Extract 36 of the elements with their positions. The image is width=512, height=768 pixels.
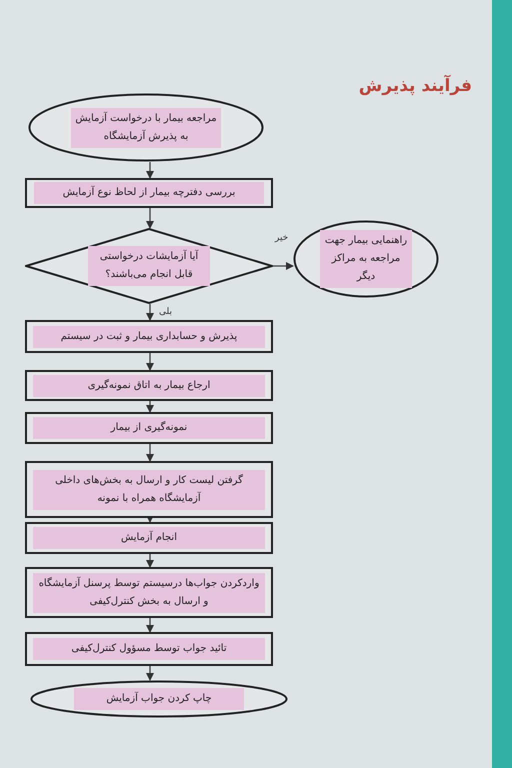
step-text: ارجاع بیمار به اتاق نمونه‌گیری	[33, 374, 265, 396]
arrow	[273, 262, 294, 270]
terminal-ellipse	[30, 680, 288, 718]
terminal-ellipse	[28, 93, 264, 162]
step-text: راهنمایی بیمار جهت مراجعه به مراکز دیگر	[320, 230, 412, 288]
arrow	[146, 304, 154, 321]
step-text: بررسی دفترچه بیمار از لحاظ نوع آزمایش	[34, 182, 264, 204]
process-box	[25, 412, 273, 444]
process-box	[25, 567, 273, 618]
step-text: چاپ کردن جواب آزمایش	[74, 688, 244, 710]
step-text: واردکردن جواب‌ها درسیستم توسط پرسنل آزمایشگاه و ارسال به بخش کنترل‌کیفی	[33, 572, 265, 612]
step-text: تائید جواب توسط مسؤول کنترل‌کیفی	[33, 638, 265, 660]
title: فرآیند پذیرش	[358, 74, 472, 98]
step-text: انجام آزمایش	[33, 527, 265, 549]
edge-label: خیر	[274, 232, 290, 246]
arrow	[146, 554, 154, 568]
step-text: آیا آزمایشات درخواستی قابل انجام می‌باشند؟	[88, 246, 210, 286]
step-text: نمونه‌گیری از بیمار	[33, 417, 265, 439]
process-box	[25, 320, 273, 353]
arrow	[146, 666, 154, 681]
step-text: پذیرش و حسابداری بیمار و ثبت در سیستم	[33, 326, 265, 348]
arrow	[146, 208, 154, 229]
arrow	[146, 444, 154, 462]
arrow	[146, 401, 154, 413]
process-box	[25, 632, 273, 666]
step-text: گرفتن لیست کار و ارسال به بخش‌های داخلی آزمایشگاه همراه با نمونه	[33, 470, 265, 510]
step-text: مراجعه بیمار با درخواست آزمایش به پذیرش آزمایشگاه	[71, 108, 221, 148]
process-box	[25, 370, 273, 401]
process-box	[25, 461, 273, 518]
arrow	[146, 618, 154, 633]
arrow	[146, 353, 154, 371]
decision-diamond	[25, 228, 273, 304]
terminal-ellipse	[293, 220, 439, 298]
arrow	[146, 162, 154, 179]
process-box	[25, 522, 273, 554]
process-box	[25, 178, 273, 208]
